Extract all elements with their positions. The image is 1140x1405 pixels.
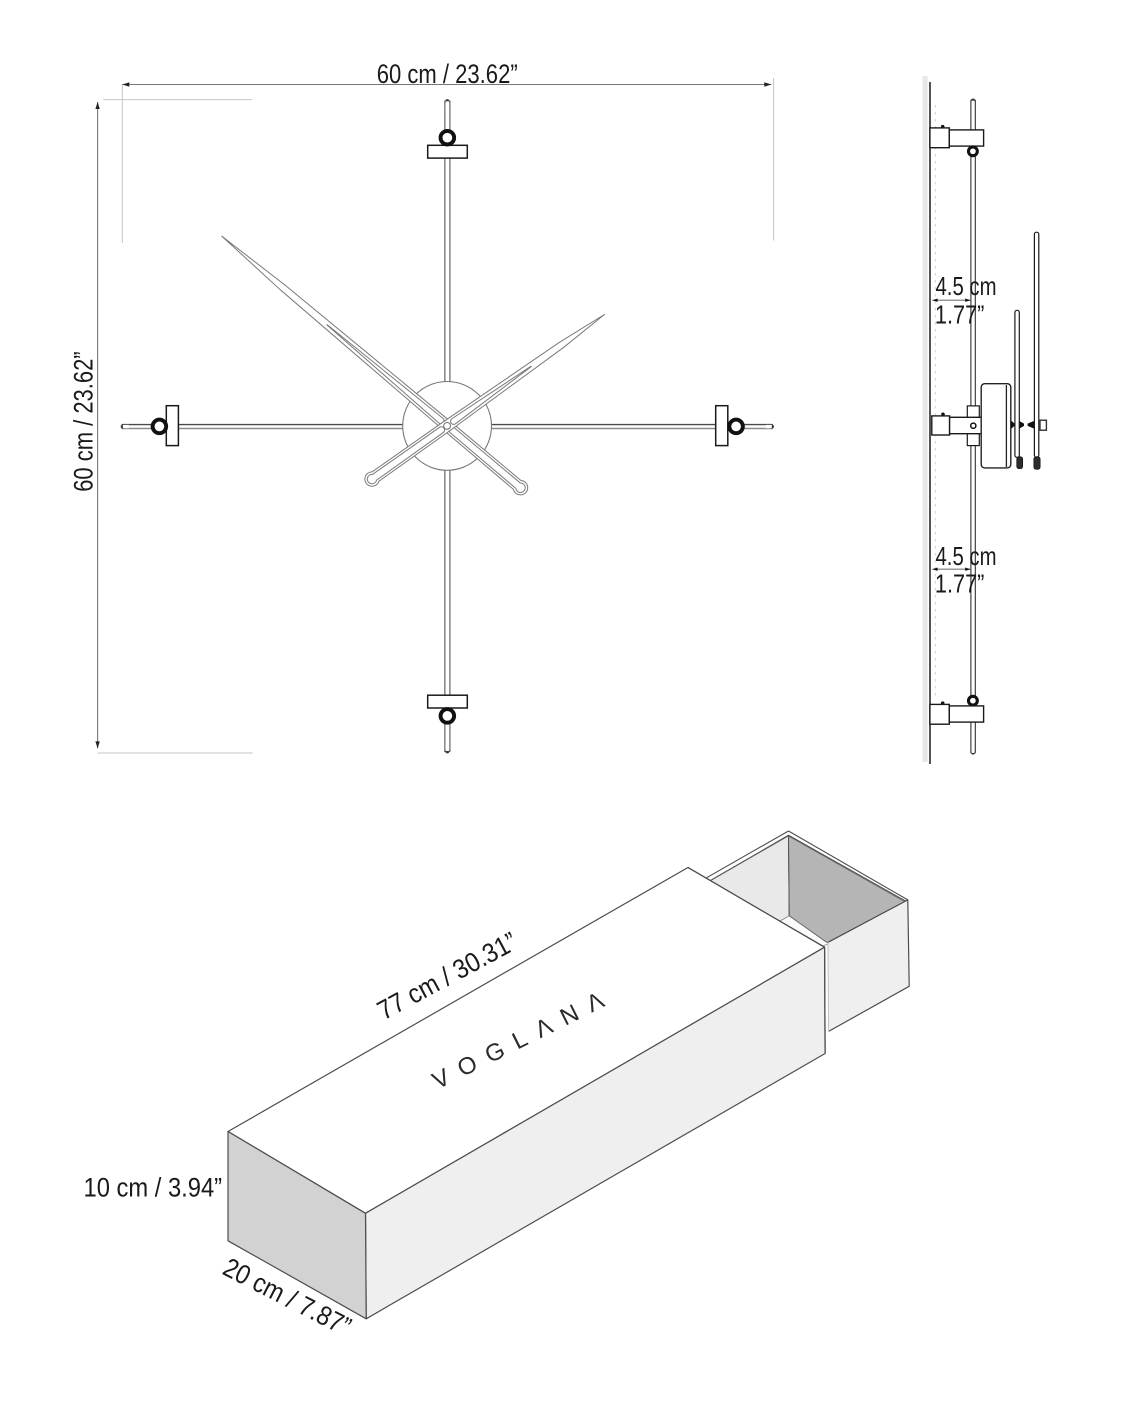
svg-text:4.5 cm: 4.5 cm (936, 541, 997, 571)
svg-text:4.5 cm: 4.5 cm (936, 271, 997, 301)
svg-text:1.77”: 1.77” (935, 568, 985, 598)
svg-text:60 cm / 23.62”: 60 cm / 23.62” (69, 351, 99, 491)
svg-text:1.77”: 1.77” (935, 300, 985, 330)
svg-text:10 cm / 3.94”: 10 cm / 3.94” (84, 1173, 223, 1203)
svg-text:60 cm / 23.62”: 60 cm / 23.62” (377, 59, 518, 89)
